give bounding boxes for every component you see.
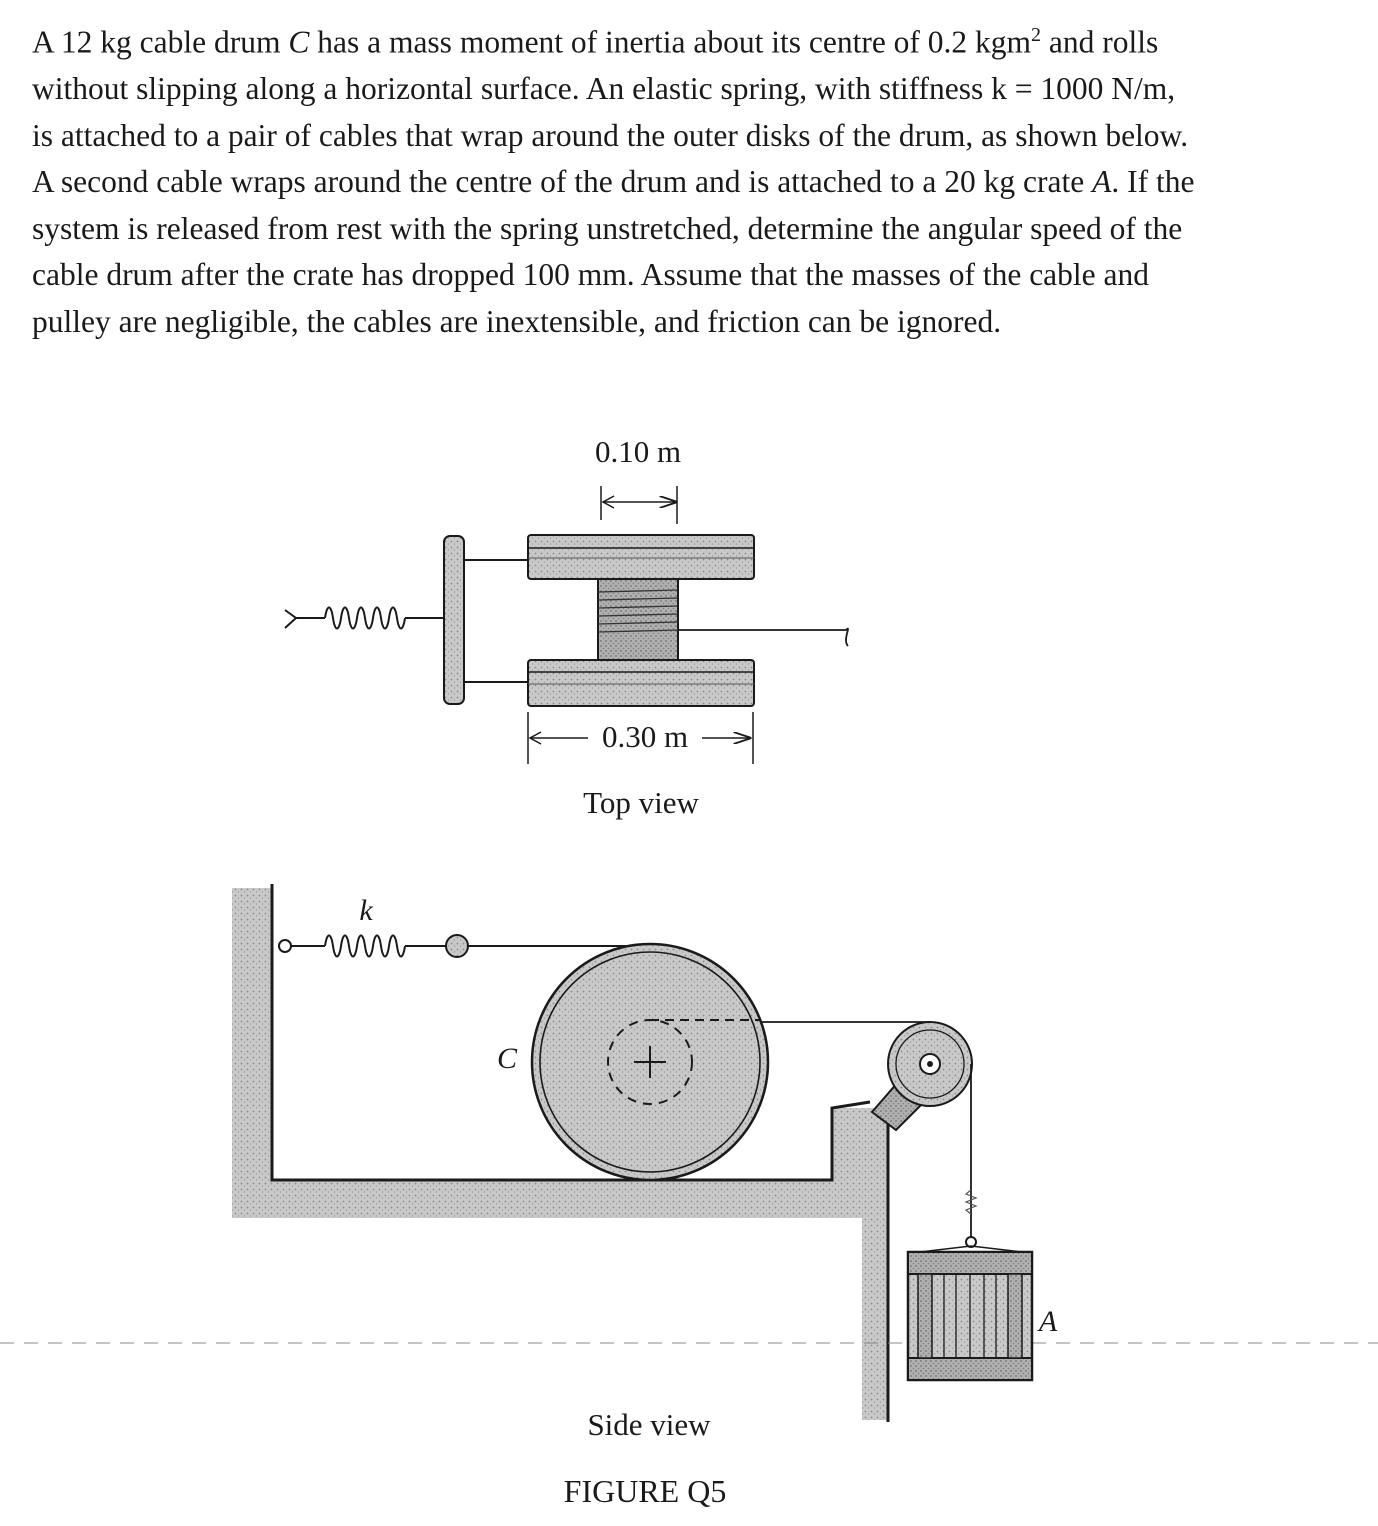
dimension-line-outer xyxy=(527,712,754,764)
drum-label: C xyxy=(497,1042,518,1075)
spring-label: k xyxy=(359,894,373,927)
figure-title: FIGURE Q5 xyxy=(564,1473,727,1509)
problem-line: A 12 kg cable drum C has a mass moment o… xyxy=(32,24,1159,60)
problem-line: without slipping along a horizontal surf… xyxy=(32,71,1176,106)
side-view: k C xyxy=(0,884,1378,1442)
problem-line: A second cable wraps around the centre o… xyxy=(32,164,1195,199)
crate xyxy=(906,1245,1034,1382)
side-view-caption: Side view xyxy=(587,1407,711,1442)
cable-hook-chain xyxy=(964,1189,978,1215)
problem-statement: A 12 kg cable drum C has a mass moment o… xyxy=(32,12,1332,345)
spring-top xyxy=(284,606,444,630)
problem-line: cable drum after the crate has dropped 1… xyxy=(32,257,1150,292)
pulley xyxy=(870,1021,973,1132)
dim-label-inner-width: 0.10 m xyxy=(595,434,681,469)
problem-line: pulley are negligible, the cables are in… xyxy=(32,303,1002,339)
problem-line: is attached to a pair of cables that wra… xyxy=(32,117,1189,153)
problem-line: system is released from rest with the sp… xyxy=(32,210,1183,246)
ground xyxy=(232,888,888,1420)
crate-hook xyxy=(965,1236,977,1248)
top-view: 0.10 m xyxy=(284,434,849,820)
crossbar xyxy=(443,535,465,705)
top-view-caption: Top view xyxy=(583,785,699,820)
dim-label-outer-width: 0.30 m xyxy=(602,719,688,754)
dimension-line-inner xyxy=(600,486,678,524)
drum-top-view xyxy=(527,534,755,707)
drum-side-view xyxy=(530,942,770,1182)
crate-label: A xyxy=(1037,1305,1058,1338)
ground-outline xyxy=(270,884,871,1182)
cable-center-top xyxy=(678,627,849,647)
spring-side xyxy=(278,934,469,958)
